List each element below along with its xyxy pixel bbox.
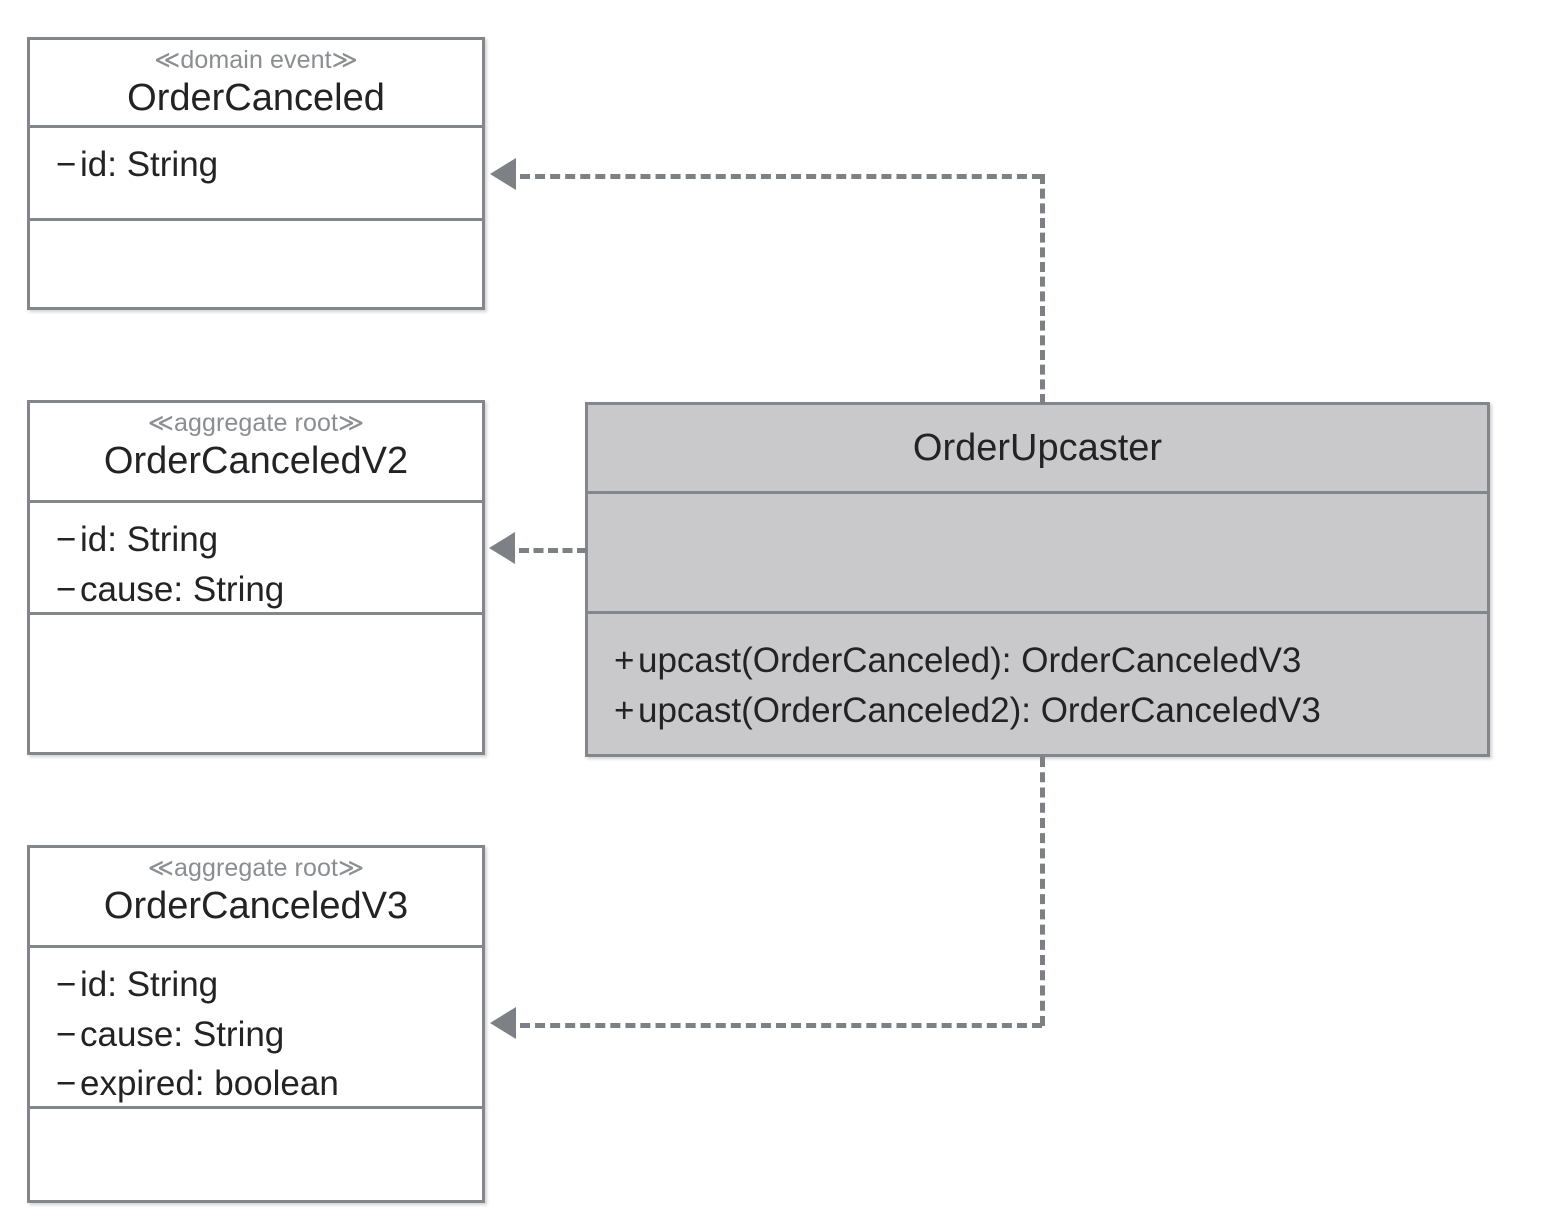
attribute-label: cause: String bbox=[80, 569, 285, 609]
operation-row: +upcast(OrderCanceled): OrderCanceledV3 bbox=[614, 636, 1487, 686]
connector-horizontal-segment bbox=[520, 174, 1042, 179]
class-box-order-upcaster[interactable]: OrderUpcaster +upcast(OrderCanceled): Or… bbox=[585, 402, 1490, 757]
class-attributes-order-canceled: −id: String bbox=[30, 125, 482, 218]
visibility-marker: + bbox=[614, 641, 635, 680]
attribute-row: −id: String bbox=[56, 515, 482, 565]
class-name: OrderUpcaster bbox=[912, 426, 1163, 469]
dependency-arrowhead-icon bbox=[490, 158, 516, 190]
class-attributes-order-canceled-v2: −id: String −cause: String bbox=[30, 500, 482, 612]
class-operations-order-canceled-v2 bbox=[30, 612, 482, 752]
attribute-row: −cause: String bbox=[56, 565, 482, 615]
class-header-order-canceled: ≪domain event≫ OrderCanceled bbox=[30, 40, 482, 125]
class-operations-order-canceled-v3 bbox=[30, 1106, 482, 1203]
class-box-order-canceled-v3[interactable]: ≪aggregate root≫ OrderCanceledV3 −id: St… bbox=[27, 845, 485, 1203]
class-box-order-canceled[interactable]: ≪domain event≫ OrderCanceled −id: String bbox=[27, 37, 485, 310]
attribute-label: id: String bbox=[80, 520, 219, 559]
attribute-label: id: String bbox=[80, 965, 219, 1004]
class-operations-order-canceled bbox=[30, 218, 482, 307]
operation-row: +upcast(OrderCanceled2): OrderCanceledV3 bbox=[614, 686, 1487, 736]
attribute-label: cause: String bbox=[80, 1014, 285, 1054]
connector-horizontal-segment bbox=[520, 1023, 1042, 1028]
class-header-order-canceled-v2: ≪aggregate root≫ OrderCanceledV2 bbox=[30, 403, 482, 500]
dependency-arrowhead-icon bbox=[489, 532, 515, 564]
dependency-arrowhead-icon bbox=[490, 1007, 516, 1039]
attribute-row: −id: String bbox=[56, 140, 482, 190]
class-stereotype: ≪aggregate root≫ bbox=[147, 409, 365, 437]
connector-vertical-segment bbox=[1040, 757, 1045, 1026]
operation-label: upcast(OrderCanceled): OrderCanceledV3 bbox=[638, 641, 1302, 680]
attribute-label: id: String bbox=[80, 145, 219, 184]
connector-horizontal-segment bbox=[519, 548, 587, 553]
visibility-marker: + bbox=[614, 690, 635, 730]
class-stereotype: ≪domain event≫ bbox=[154, 46, 358, 74]
visibility-marker: − bbox=[56, 1064, 77, 1104]
connector-vertical-segment bbox=[1040, 174, 1045, 404]
class-attributes-order-canceled-v3: −id: String −cause: String −expired: boo… bbox=[30, 945, 482, 1106]
visibility-marker: − bbox=[56, 145, 77, 184]
class-name: OrderCanceledV3 bbox=[103, 884, 409, 927]
visibility-marker: − bbox=[56, 569, 77, 609]
class-name: OrderCanceled bbox=[127, 76, 385, 119]
visibility-marker: − bbox=[56, 520, 77, 559]
class-operations-order-upcaster: +upcast(OrderCanceled): OrderCanceledV3 … bbox=[588, 611, 1487, 754]
class-header-order-upcaster: OrderUpcaster bbox=[588, 405, 1487, 491]
visibility-marker: − bbox=[56, 1014, 77, 1054]
class-header-order-canceled-v3: ≪aggregate root≫ OrderCanceledV3 bbox=[30, 848, 482, 945]
visibility-marker: − bbox=[56, 965, 77, 1004]
class-stereotype: ≪aggregate root≫ bbox=[147, 854, 365, 882]
attribute-row: −cause: String bbox=[56, 1010, 482, 1060]
attribute-label: expired: boolean bbox=[80, 1064, 339, 1104]
operation-label: upcast(OrderCanceled2): OrderCanceledV3 bbox=[638, 690, 1321, 730]
class-box-order-canceled-v2[interactable]: ≪aggregate root≫ OrderCanceledV2 −id: St… bbox=[27, 400, 485, 755]
attribute-row: −expired: boolean bbox=[56, 1059, 482, 1109]
class-attributes-order-upcaster bbox=[588, 491, 1487, 611]
class-name: OrderCanceledV2 bbox=[103, 439, 409, 482]
attribute-row: −id: String bbox=[56, 960, 482, 1010]
